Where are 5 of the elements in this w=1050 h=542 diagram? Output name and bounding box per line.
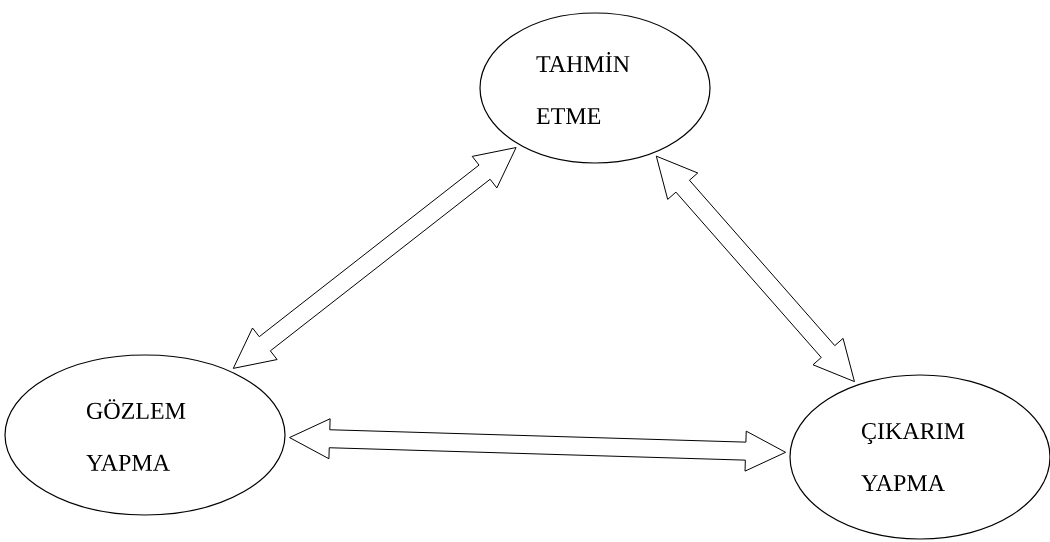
double-arrow [289, 418, 787, 472]
double-arrow [232, 147, 517, 369]
double-arrow [655, 155, 855, 383]
ellipse-node: GÖZLEM YAPMA [4, 354, 286, 516]
ellipse-node: TAHMİN ETME [479, 12, 711, 164]
